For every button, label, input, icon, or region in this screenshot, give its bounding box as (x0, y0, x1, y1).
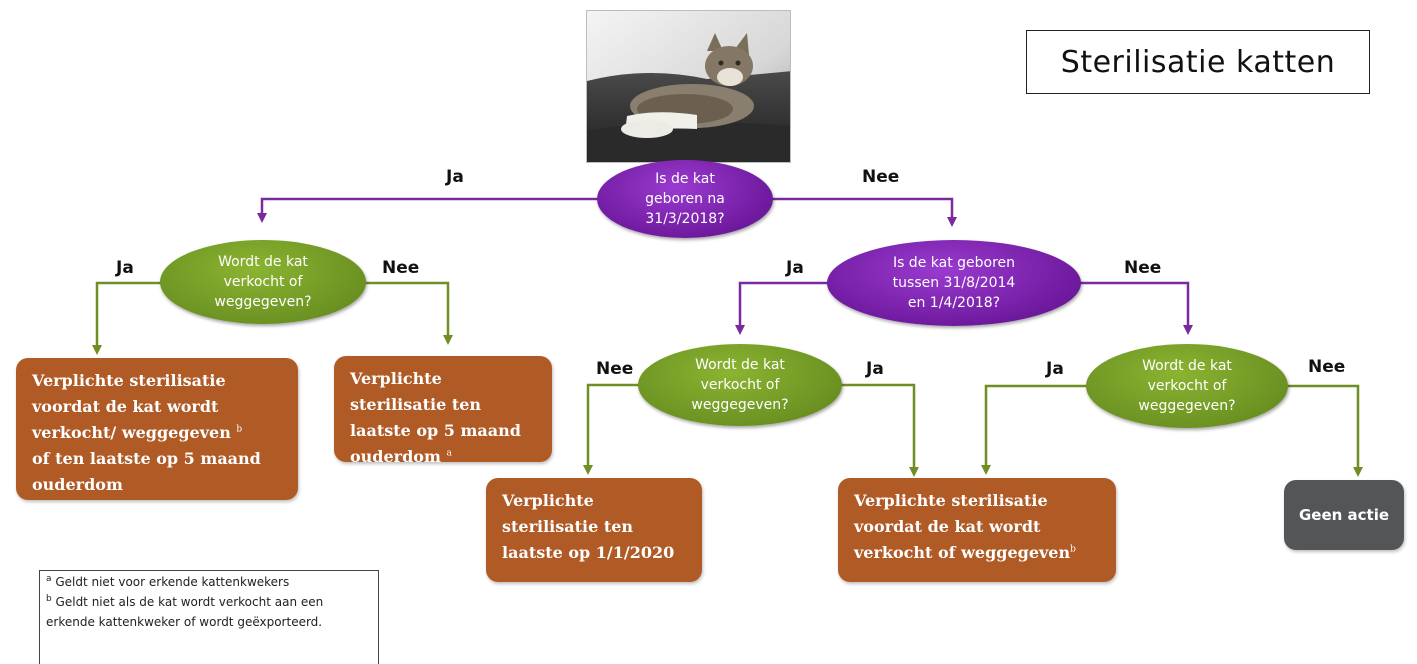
label-q5-nee: Nee (1308, 357, 1346, 377)
footnote-b: b Geldt niet als de kat wordt verkocht a… (46, 592, 372, 632)
footnote-ref-b-2: b (1070, 544, 1076, 555)
outcome-sterilize-before-sale-or-5-months: Verplichte sterilisatie voordat de kat w… (16, 358, 298, 500)
arrow-q4-nee (583, 383, 640, 475)
question-sold-right-text: Wordt de kat verkocht of weggegeven? (1138, 358, 1236, 414)
label-q3-nee: Nee (1124, 258, 1162, 278)
arrow-q1-nee (770, 197, 957, 227)
arrow-q5-ja (981, 384, 1088, 475)
question-sold-left: Wordt de kat verkocht of weggegeven? (160, 240, 366, 324)
question-born-between: Is de kat geboren tussen 31/8/2014 en 1/… (827, 240, 1081, 326)
label-q1-ja: Ja (446, 167, 464, 187)
question-born-between-text: Is de kat geboren tussen 31/8/2014 en 1/… (892, 255, 1016, 311)
outcome-2-text: Verplichte sterilisatie ten laatste op 5… (350, 369, 521, 466)
label-q2-ja: Ja (116, 258, 134, 278)
outcome-sterilize-before-sale: Verplichte sterilisatie voordat de kat w… (838, 478, 1116, 582)
outcome-sterilize-by-2020: Verplichte sterilisatie ten laatste op 1… (486, 478, 702, 582)
question-sold-right: Wordt de kat verkocht of weggegeven? (1086, 344, 1288, 428)
question-sold-middle: Wordt de kat verkocht of weggegeven? (638, 344, 842, 426)
footnote-a-text: Geldt niet voor erkende kattenkwekers (55, 575, 290, 589)
footnote-a: a Geldt niet voor erkende kattenkwekers (46, 572, 372, 592)
arrow-q4-ja (840, 383, 919, 477)
arrow-q1-ja (257, 197, 600, 223)
outcome-1-text: Verplichte sterilisatie voordat de kat w… (32, 371, 231, 442)
outcome-3-text: Verplichte sterilisatie ten laatste op 1… (502, 491, 675, 562)
outcome-no-action: Geen actie (1284, 480, 1404, 550)
label-q1-nee: Nee (862, 167, 900, 187)
label-q3-ja: Ja (786, 258, 804, 278)
arrow-q3-ja (735, 281, 830, 335)
footnotes-box: a Geldt niet voor erkende kattenkwekers … (39, 570, 379, 664)
arrow-q3-nee (1078, 281, 1193, 335)
label-q4-ja: Ja (866, 359, 884, 379)
arrow-q5-nee (1285, 384, 1363, 477)
outcome-5-text: Geen actie (1298, 506, 1390, 524)
question-sold-middle-text: Wordt de kat verkocht of weggegeven? (691, 357, 789, 413)
footnote-ref-b: b (236, 424, 243, 435)
footnote-b-mark: b (46, 594, 52, 604)
outcome-sterilize-at-5-months: Verplichte sterilisatie ten laatste op 5… (334, 356, 552, 466)
outcome-4-text: Verplichte sterilisatie voordat de kat w… (854, 491, 1071, 562)
question-born-after: Is de kat geboren na 31/3/2018? (597, 160, 773, 238)
outcome-1-text-cont: of ten laatste op 5 maand ouderdom (32, 449, 261, 494)
arrow-q2-nee (364, 281, 453, 345)
question-born-after-text: Is de kat geboren na 31/3/2018? (645, 171, 725, 227)
footnote-ref-a: a (446, 448, 452, 459)
arrow-q2-ja (92, 281, 162, 355)
diagram-title: Sterilisatie katten (1026, 30, 1370, 94)
label-q4-nee: Nee (596, 359, 634, 379)
footnote-a-mark: a (46, 574, 52, 584)
label-q2-nee: Nee (382, 258, 420, 278)
cat-photo (586, 10, 791, 163)
label-q5-ja: Ja (1046, 359, 1064, 379)
question-sold-left-text: Wordt de kat verkocht of weggegeven? (214, 254, 312, 310)
footnote-b-text: Geldt niet als de kat wordt verkocht aan… (46, 595, 324, 629)
